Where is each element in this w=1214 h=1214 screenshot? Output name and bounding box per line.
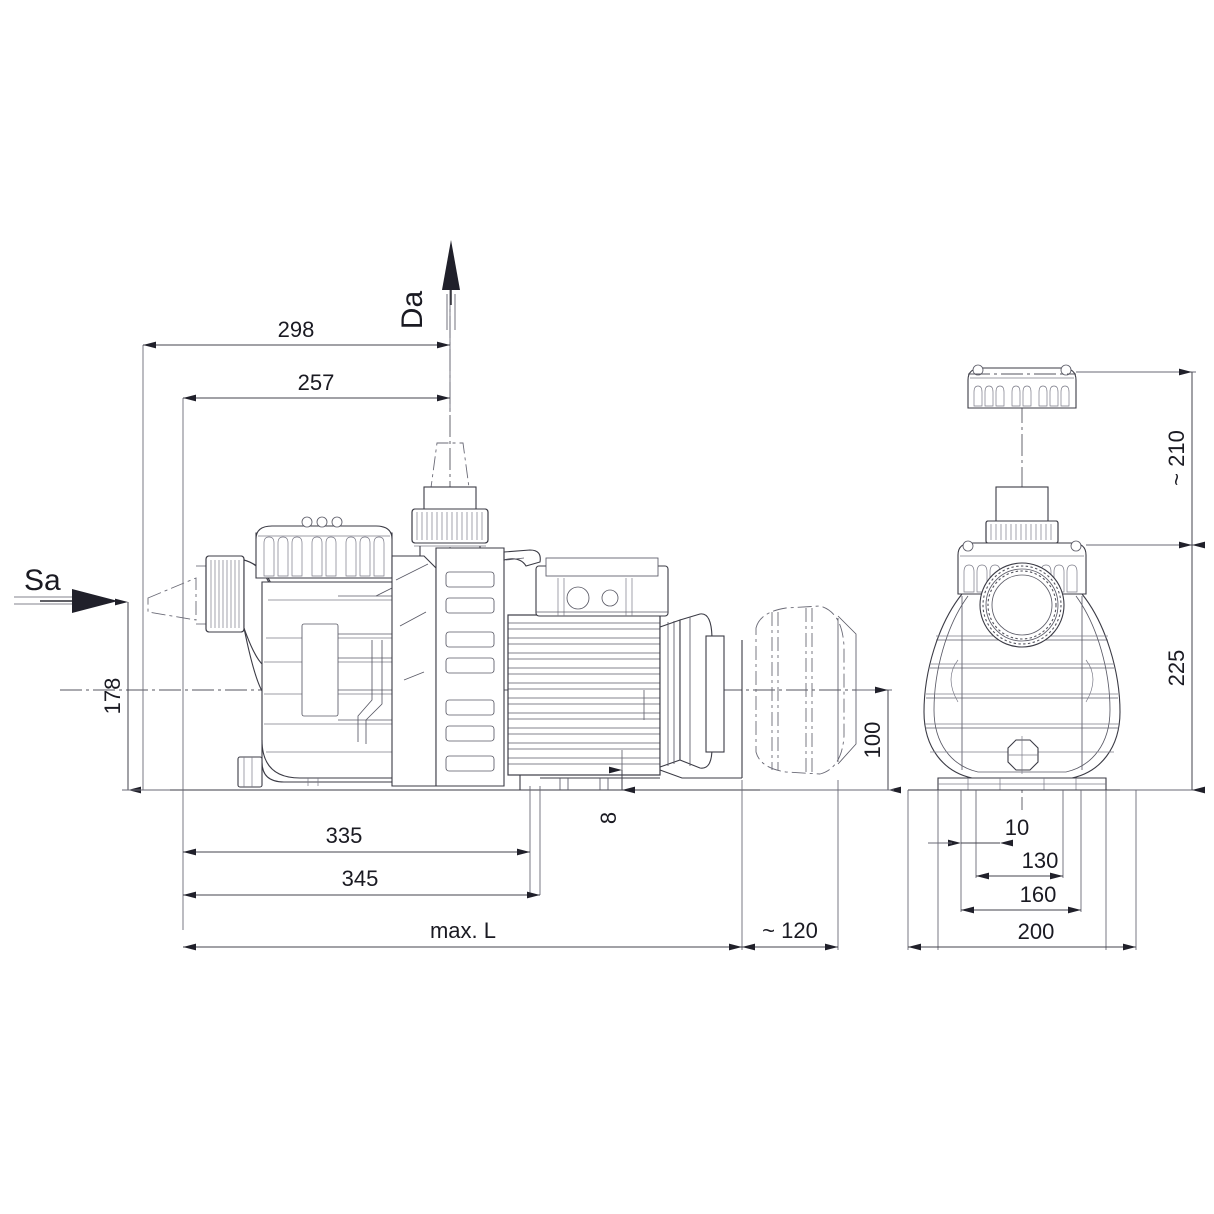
- detached-strainer-lid: [967, 364, 1077, 409]
- dimension-label-178: 178: [100, 678, 125, 715]
- front-pump-body: [923, 562, 1121, 779]
- front-elevation-view: [908, 364, 1182, 810]
- front-base-foot: [908, 777, 1182, 791]
- strainer-housing: [237, 581, 433, 788]
- dimension-label-100: 100: [860, 722, 885, 759]
- dimension-label-160: 160: [1020, 882, 1057, 907]
- dimension-label-200: 200: [1018, 919, 1055, 944]
- volute-adapter: [391, 547, 541, 787]
- suction-flow-label: Sa: [24, 564, 61, 597]
- dimension-label-335: 335: [326, 823, 363, 848]
- suction-port-flange: [979, 562, 1065, 648]
- front-view-dimensions: ~ 210 225 10 130 160 200: [907, 368, 1205, 951]
- dimension-label-120: ~ 120: [762, 918, 818, 943]
- dimension-label-210: ~ 210: [1164, 430, 1189, 486]
- dimension-label-max-l: max. L: [430, 918, 496, 943]
- dimension-label-257: 257: [298, 370, 335, 395]
- strainer-lid: [255, 516, 393, 579]
- flow-symbols: Sa Da: [14, 240, 460, 613]
- side-view-dimensions: 298 257 178 335 345 max. L ~ 120 100: [100, 300, 901, 951]
- suction-arrow-head: [72, 589, 118, 613]
- dimension-label-8: 8: [596, 812, 621, 824]
- dimension-label-10: 10: [1005, 815, 1029, 840]
- front-drain-plug: [1007, 736, 1039, 774]
- fan-cowl-phantom: [722, 605, 857, 779]
- terminal-box: [535, 557, 669, 617]
- front-discharge-stub: [985, 486, 1059, 544]
- drain-plug: [237, 756, 263, 788]
- dimension-label-130: 130: [1022, 848, 1059, 873]
- dimension-label-298: 298: [278, 317, 315, 342]
- dimension-label-345: 345: [342, 866, 379, 891]
- electric-motor: [507, 557, 742, 790]
- discharge-flow-label: Da: [396, 291, 429, 330]
- dimension-label-225: 225: [1164, 650, 1189, 687]
- discharge-arrow-head: [442, 240, 460, 290]
- discharge-nozzle-assembly: [411, 442, 489, 562]
- side-elevation-view: [60, 250, 880, 791]
- cooling-slot-group: [445, 571, 495, 772]
